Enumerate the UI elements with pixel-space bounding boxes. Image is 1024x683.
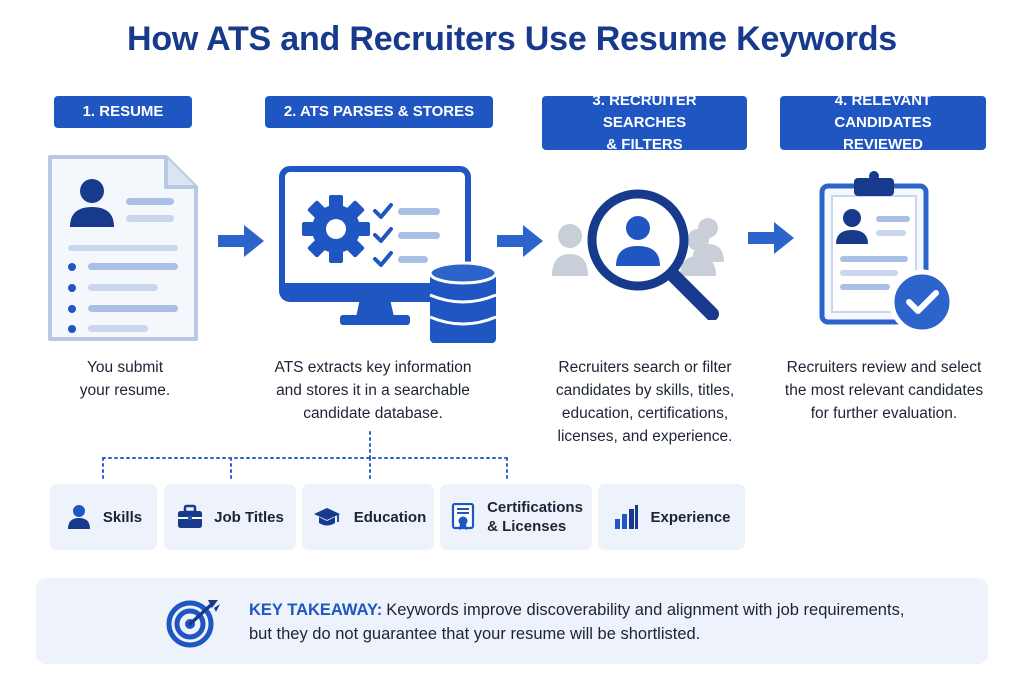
ats-monitor-database-icon [279, 166, 498, 343]
step-4-description-line: for further evaluation. [810, 405, 958, 422]
bar-chart-icon [615, 505, 639, 529]
key-takeaway-heading: KEY TAKEAWAY: [249, 601, 383, 619]
step-2-description-line: candidate database. [303, 405, 443, 422]
step-2-label: 2. ATS PARSES & STORES [265, 96, 493, 128]
step-4-label: 4. RELEVANT CANDIDATES REVIEWED [780, 92, 986, 153]
step-1-description-line: your resume. [79, 382, 171, 399]
key-takeaway-panel: KEY TAKEAWAY:Keywords improve discoverab… [36, 578, 988, 664]
step-1-description: You submit your resume. [40, 356, 210, 402]
step-2-description-line: ATS extracts key information [274, 359, 472, 376]
keyword-card-certifications: Certifications & Licenses [440, 484, 592, 550]
step-4-description-line: the most relevant candidates [784, 382, 984, 399]
person-icon [67, 505, 90, 529]
step-2-description-line: and stores it in a searchable [276, 382, 470, 399]
step-1-description-line: You submit [86, 359, 164, 376]
arrow-right-icon [748, 222, 794, 254]
keyword-label-line: & Licenses [487, 518, 567, 535]
keyword-card-experience: Experience [598, 484, 745, 550]
step-3-label: 3. RECRUITER SEARCHES & FILTERS [542, 92, 747, 153]
recruiter-search-magnifier-icon [552, 189, 724, 320]
step-4-description: Recruiters review and select the most re… [770, 356, 998, 425]
step-4-description-line: Recruiters review and select [786, 359, 982, 376]
keyword-label-line: Certifications [487, 499, 583, 516]
keyword-label: Experience [650, 508, 731, 526]
step-3-label-line-1: 3. RECRUITER SEARCHES [592, 92, 697, 131]
keyword-label: Education [353, 508, 427, 526]
page-title: How ATS and Recruiters Use Resume Keywor… [126, 20, 898, 58]
step-3-description: Recruiters search or filter candidates b… [530, 356, 760, 448]
step-1-label: 1. RESUME [54, 96, 192, 128]
briefcase-icon [178, 504, 203, 528]
key-takeaway-line-1-text: Keywords improve discoverability and ali… [386, 601, 905, 619]
target-icon [166, 600, 220, 648]
key-takeaway-text: KEY TAKEAWAY:Keywords improve discoverab… [249, 598, 949, 646]
step-4-label-line-2: REVIEWED [842, 136, 923, 153]
keyword-label: Job Titles [214, 508, 284, 526]
keyword-label: Skills [102, 508, 143, 526]
step-3-description-line: licenses, and experience. [557, 428, 733, 445]
clipboard-check-icon [819, 171, 955, 335]
step-4-label-line-1: 4. RELEVANT CANDIDATES [834, 92, 932, 131]
step-3-label-line-2: & FILTERS [606, 136, 683, 153]
key-takeaway-line-1: KEY TAKEAWAY:Keywords improve discoverab… [249, 598, 949, 622]
key-takeaway-line-2: but they do not guarantee that your resu… [249, 625, 701, 643]
keyword-card-education: Education [302, 484, 434, 550]
arrow-right-icon [218, 225, 264, 257]
step-3-description-line: Recruiters search or filter [558, 359, 732, 376]
step-3-description-line: education, certifications, [561, 405, 729, 422]
graduation-cap-icon [313, 508, 340, 526]
keyword-label: Certifications & Licenses [487, 498, 583, 536]
keyword-card-job-titles: Job Titles [164, 484, 296, 550]
arrow-right-icon [497, 225, 543, 257]
step-2-description: ATS extracts key information and stores … [248, 356, 498, 425]
step-3-description-line: candidates by skills, titles, [555, 382, 735, 399]
resume-document-icon [48, 155, 198, 341]
keyword-connector-lines [102, 431, 508, 483]
certificate-icon [451, 503, 475, 530]
keyword-card-skills: Skills [50, 484, 157, 550]
